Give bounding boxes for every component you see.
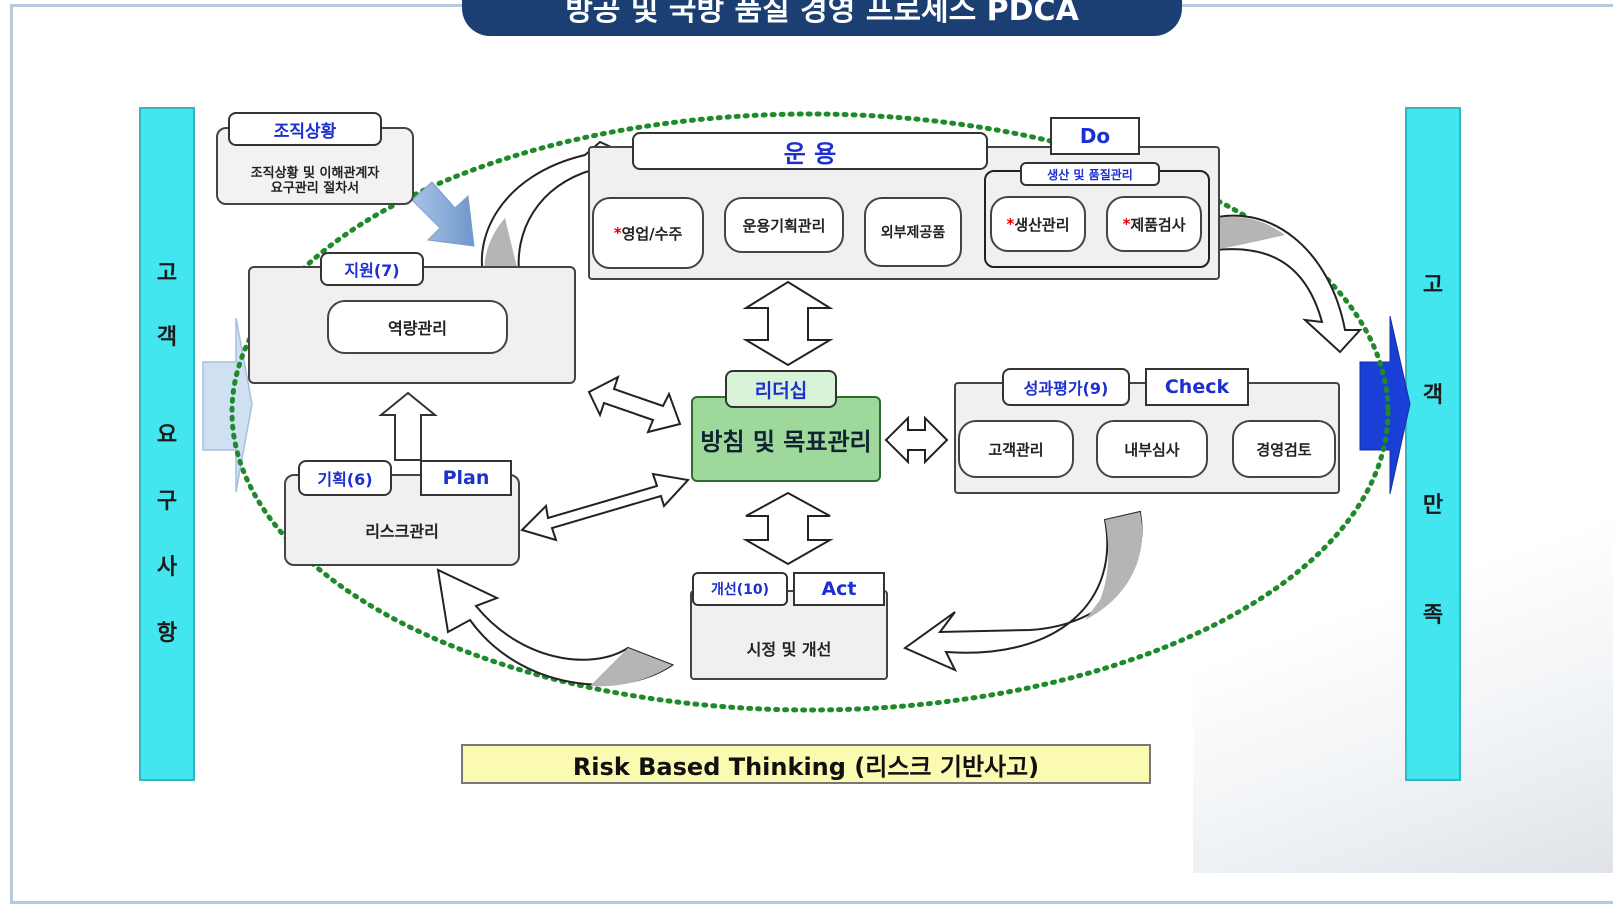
input-arrow-icon	[202, 317, 253, 493]
improvement-label: 개선(10)	[692, 572, 788, 606]
inspection-item: *제품검사	[1106, 196, 1202, 252]
leadership-box: 방침 및 목표관리	[691, 396, 881, 482]
bar-char: 객	[1422, 383, 1444, 408]
customer-satisfaction-bar: 고 객 만 족	[1405, 107, 1461, 781]
operation-title: 운 용	[632, 132, 988, 170]
production-item-label: 생산관리	[1014, 215, 1070, 234]
double-arrow-icon	[587, 374, 682, 434]
operation-item-external: 외부제공품	[864, 197, 962, 267]
planning-item: 리스크관리	[365, 522, 439, 541]
plan-tag: Plan	[420, 460, 512, 496]
flow-arrow-icon	[1203, 214, 1363, 354]
bar-char: 사	[156, 555, 178, 580]
bar-char: 고	[1422, 273, 1444, 298]
check-tag: Check	[1145, 368, 1249, 406]
bar-char: 요	[156, 423, 178, 448]
required-mark: *	[1006, 215, 1015, 233]
risk-based-thinking-banner: Risk Based Thinking (리스크 기반사고)	[461, 744, 1151, 784]
support-item: 역량관리	[327, 300, 508, 354]
customer-requirements-bar: 고 객 요 구 사 항	[139, 107, 195, 781]
required-mark: *	[1122, 215, 1131, 233]
operation-item-label: 영업/수주	[621, 224, 683, 243]
improvement-item: 시정 및 개선	[746, 640, 832, 659]
output-arrow-icon	[1359, 315, 1411, 495]
background-photo	[1193, 513, 1613, 873]
double-arrow-icon	[520, 472, 690, 542]
production-item: *생산관리	[990, 196, 1086, 252]
double-arrow-icon	[742, 280, 834, 367]
evaluation-item-audit: 내부심사	[1096, 420, 1208, 478]
evaluation-item-review: 경영검토	[1232, 420, 1336, 478]
required-mark: *	[613, 224, 622, 242]
pdca-cycle-ellipse	[229, 111, 1391, 713]
bar-char: 족	[1422, 603, 1444, 628]
inspection-item-label: 제품검사	[1130, 215, 1186, 234]
double-arrow-icon	[884, 415, 949, 465]
context-arrow-icon	[411, 181, 475, 247]
bar-char: 항	[156, 621, 178, 646]
org-context-label: 조직상황	[228, 112, 382, 146]
diagram-graphics	[202, 111, 1411, 713]
double-arrow-icon	[742, 491, 834, 566]
evaluation-item-customer: 고객관리	[958, 420, 1074, 478]
planning-label: 기획(6)	[298, 460, 392, 496]
bar-char: 구	[156, 489, 178, 514]
bar-char: 만	[1422, 493, 1444, 518]
leadership-label: 리더십	[725, 370, 837, 408]
page-title: 방공 및 국방 품질 경영 프로세스 PDCA	[462, 0, 1182, 36]
bar-char: 고	[156, 261, 178, 286]
up-arrow-icon	[378, 391, 438, 461]
do-tag: Do	[1050, 117, 1140, 155]
operation-item-sales: *영업/수주	[592, 197, 704, 269]
support-label: 지원(7)	[320, 252, 424, 286]
act-tag: Act	[793, 572, 885, 606]
operation-item-planning: 운용기획관리	[724, 197, 844, 253]
org-context-desc: 요구관리 절차서	[270, 181, 360, 196]
evaluation-label: 성과평가(9)	[1002, 368, 1130, 406]
bar-char: 객	[156, 325, 178, 350]
org-context-desc: 조직상황 및 이해관계자	[250, 166, 380, 181]
production-quality-label: 생산 및 품질관리	[1020, 162, 1160, 186]
